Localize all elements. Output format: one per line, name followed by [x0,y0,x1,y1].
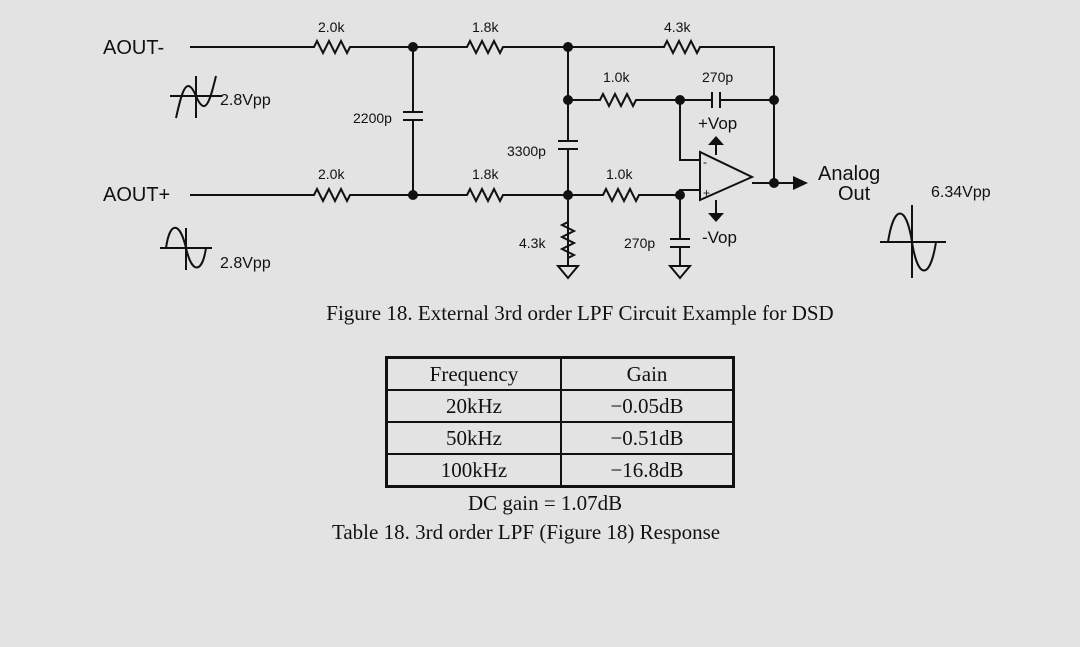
r-gnd-label: 4.3k [519,235,546,251]
r-in-pos-label: 2.0k [318,166,345,182]
cell-gain: −0.51dB [560,421,735,455]
r-in-neg-label: 2.0k [318,19,345,35]
output-arrow [793,176,808,190]
opamp-minus-sign: - [703,155,707,169]
r-fb-inner-label: 1.0k [603,69,630,85]
vop-neg-label: -Vop [702,228,737,247]
c1-label: 2200p [353,110,392,126]
table-row: 20kHz −0.05dB [385,389,735,423]
c-gnd-capacitor [670,195,690,266]
inner-feedback-wire [568,91,774,109]
header-gain: Gain [560,356,735,391]
output-label-line1: Analog [818,163,880,185]
ground-symbol [555,265,581,280]
r-gnd-resistor [559,195,577,266]
cell-frequency: 100kHz [385,453,562,488]
c1-capacitor [403,47,423,195]
sine-wave-icon [170,75,222,119]
table-row: 50kHz −0.51dB [385,421,735,455]
c2-capacitor [558,47,578,258]
sine-wave-icon [160,226,212,270]
table-caption: Table 18. 3rd order LPF (Figure 18) Resp… [332,520,721,544]
table-row: 100kHz −16.8dB [385,453,735,488]
sine-wave-icon [880,205,946,278]
c2-label: 3300p [507,143,546,159]
r-fb-top-label: 4.3k [664,19,691,35]
output-label-line2: Out [838,183,871,205]
r-in-plus-label: 1.0k [606,166,633,182]
top-input-wire [190,38,775,183]
cell-frequency: 50kHz [385,421,562,455]
cell-frequency: 20kHz [385,389,562,423]
bottom-input-wire [190,186,700,204]
lpf-circuit-schematic: AOUT- 2.0k 1.8k 4.3k 2200p 3300p 1.0k 27… [103,19,991,280]
vop-pos-label: +Vop [698,114,737,133]
r-mid-pos-label: 1.8k [472,166,499,182]
dc-gain-note: DC gain = 1.07dB [468,491,623,515]
amp-pos-label: 2.8Vpp [220,255,271,272]
c-gnd-label: 270p [624,235,655,251]
amp-neg-label: 2.8Vpp [220,92,271,109]
vop-pos-arrow [708,136,724,145]
c-fb-label: 270p [702,69,733,85]
output-amplitude: 6.34Vpp [931,184,991,201]
opamp-plus-sign: + [703,186,710,200]
minus-input-wire [679,100,700,161]
input-pos-label: AOUT+ [103,184,170,206]
header-frequency: Frequency [385,356,562,391]
cell-gain: −16.8dB [560,453,735,488]
input-neg-label: AOUT- [103,37,164,59]
junction-node [769,178,779,188]
cell-gain: −0.05dB [560,389,735,423]
r-mid-neg-label: 1.8k [472,19,499,35]
table-header-row: Frequency Gain [385,356,735,391]
junction-node [769,95,779,105]
ground-symbol [667,265,693,280]
response-table: Frequency Gain 20kHz −0.05dB 50kHz −0.51… [385,356,735,488]
junction-node [408,190,418,200]
figure-caption: Figure 18. External 3rd order LPF Circui… [326,301,834,325]
opamp-symbol [699,150,755,202]
vop-neg-arrow [708,213,724,222]
